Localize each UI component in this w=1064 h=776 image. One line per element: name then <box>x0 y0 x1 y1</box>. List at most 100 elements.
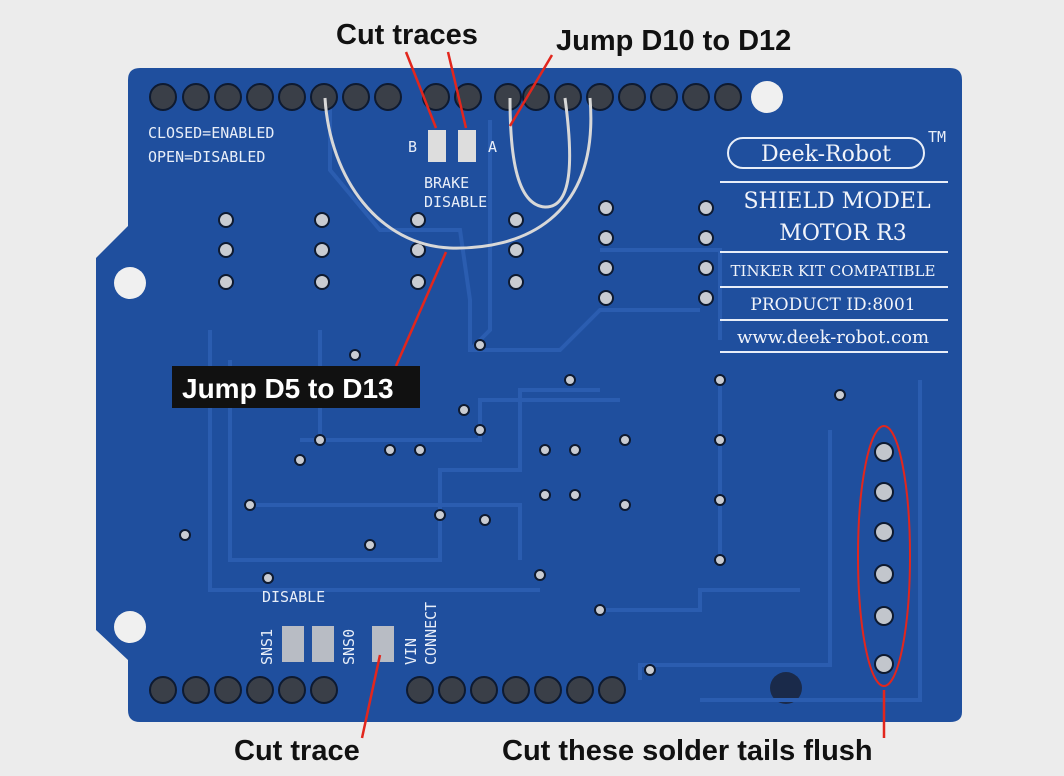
pad <box>698 200 714 216</box>
pad <box>508 242 524 258</box>
header-pin <box>278 676 306 704</box>
header-pin <box>566 676 594 704</box>
silk-connect: CONNECT <box>422 602 440 665</box>
silk-b: B <box>408 138 417 156</box>
via <box>834 389 846 401</box>
header-pin <box>182 676 210 704</box>
sns1-pad <box>282 626 304 662</box>
annotation-lines <box>360 51 886 739</box>
header-pin <box>246 83 274 111</box>
pad <box>598 260 614 276</box>
silk-brake: BRAKE <box>424 174 469 192</box>
silk-product: PRODUCT ID:8001 <box>750 295 915 315</box>
silk-sns0: SNS0 <box>340 629 358 665</box>
header-pin <box>586 83 614 111</box>
solder-tail <box>874 606 894 626</box>
via <box>474 339 486 351</box>
header-pin <box>554 83 582 111</box>
pad <box>698 260 714 276</box>
pad <box>314 212 330 228</box>
header-pin <box>438 676 466 704</box>
mounting-hole <box>770 672 802 704</box>
pad <box>314 274 330 290</box>
pad <box>698 290 714 306</box>
vin-connect-pad <box>372 626 394 662</box>
via <box>262 572 274 584</box>
via <box>644 664 656 676</box>
via <box>714 494 726 506</box>
mounting-hole <box>114 267 146 299</box>
via <box>619 434 631 446</box>
silk-model: SHIELD MODEL <box>743 189 931 214</box>
header-pin <box>214 676 242 704</box>
via <box>534 569 546 581</box>
via <box>479 514 491 526</box>
pad <box>598 290 614 306</box>
via <box>314 434 326 446</box>
silk-disable: DISABLE <box>262 588 325 606</box>
pad <box>410 212 426 228</box>
pad <box>218 274 234 290</box>
header-pin <box>494 83 522 111</box>
jumper-wire-d5-d13 <box>323 97 593 250</box>
annotation-cut-tails: Cut these solder tails flush <box>502 735 873 767</box>
annotation-cut-traces: Cut traces <box>336 19 478 51</box>
silk-a: A <box>488 138 497 156</box>
via <box>179 529 191 541</box>
pad <box>598 230 614 246</box>
header-pin <box>278 83 306 111</box>
via <box>384 444 396 456</box>
via <box>619 499 631 511</box>
header-pin <box>650 83 678 111</box>
header-pin <box>454 83 482 111</box>
via <box>714 554 726 566</box>
pad <box>410 274 426 290</box>
via <box>539 489 551 501</box>
silk-logo: Deek-Robot <box>761 142 891 167</box>
pad <box>508 212 524 228</box>
via <box>458 404 470 416</box>
via <box>539 444 551 456</box>
via <box>434 509 446 521</box>
annotation-cut-trace: Cut trace <box>234 735 360 767</box>
silk-closed-enabled: CLOSED=ENABLED <box>148 124 274 142</box>
via <box>414 444 426 456</box>
pad <box>314 242 330 258</box>
pad <box>508 274 524 290</box>
solder-tails-highlight <box>857 425 911 687</box>
solder-tail <box>874 522 894 542</box>
sns-mid-pad <box>312 626 334 662</box>
silk-sns1: SNS1 <box>258 629 276 665</box>
header-pin <box>342 83 370 111</box>
header-pin <box>502 676 530 704</box>
pad <box>218 242 234 258</box>
solder-tail <box>874 482 894 502</box>
header-pin <box>406 676 434 704</box>
header-pin <box>618 83 646 111</box>
via <box>569 444 581 456</box>
top-header-pins <box>149 83 742 111</box>
header-pin <box>598 676 626 704</box>
silk-motor: MOTOR R3 <box>779 221 906 246</box>
mounting-hole <box>114 611 146 643</box>
header-pin <box>246 676 274 704</box>
header-pin <box>182 83 210 111</box>
header-pin <box>534 676 562 704</box>
header-pin <box>374 83 402 111</box>
annotation-jump-d10-d12: Jump D10 to D12 <box>556 25 791 57</box>
via <box>474 424 486 436</box>
annotation-box <box>172 366 420 408</box>
pad <box>598 200 614 216</box>
jumper-wire-d10-d12 <box>508 97 572 209</box>
header-pin <box>470 676 498 704</box>
via <box>564 374 576 386</box>
header-pin <box>149 676 177 704</box>
via <box>349 349 361 361</box>
via <box>244 499 256 511</box>
bottom-header-pins <box>149 676 626 704</box>
header-pin <box>310 676 338 704</box>
pad <box>698 230 714 246</box>
via <box>594 604 606 616</box>
